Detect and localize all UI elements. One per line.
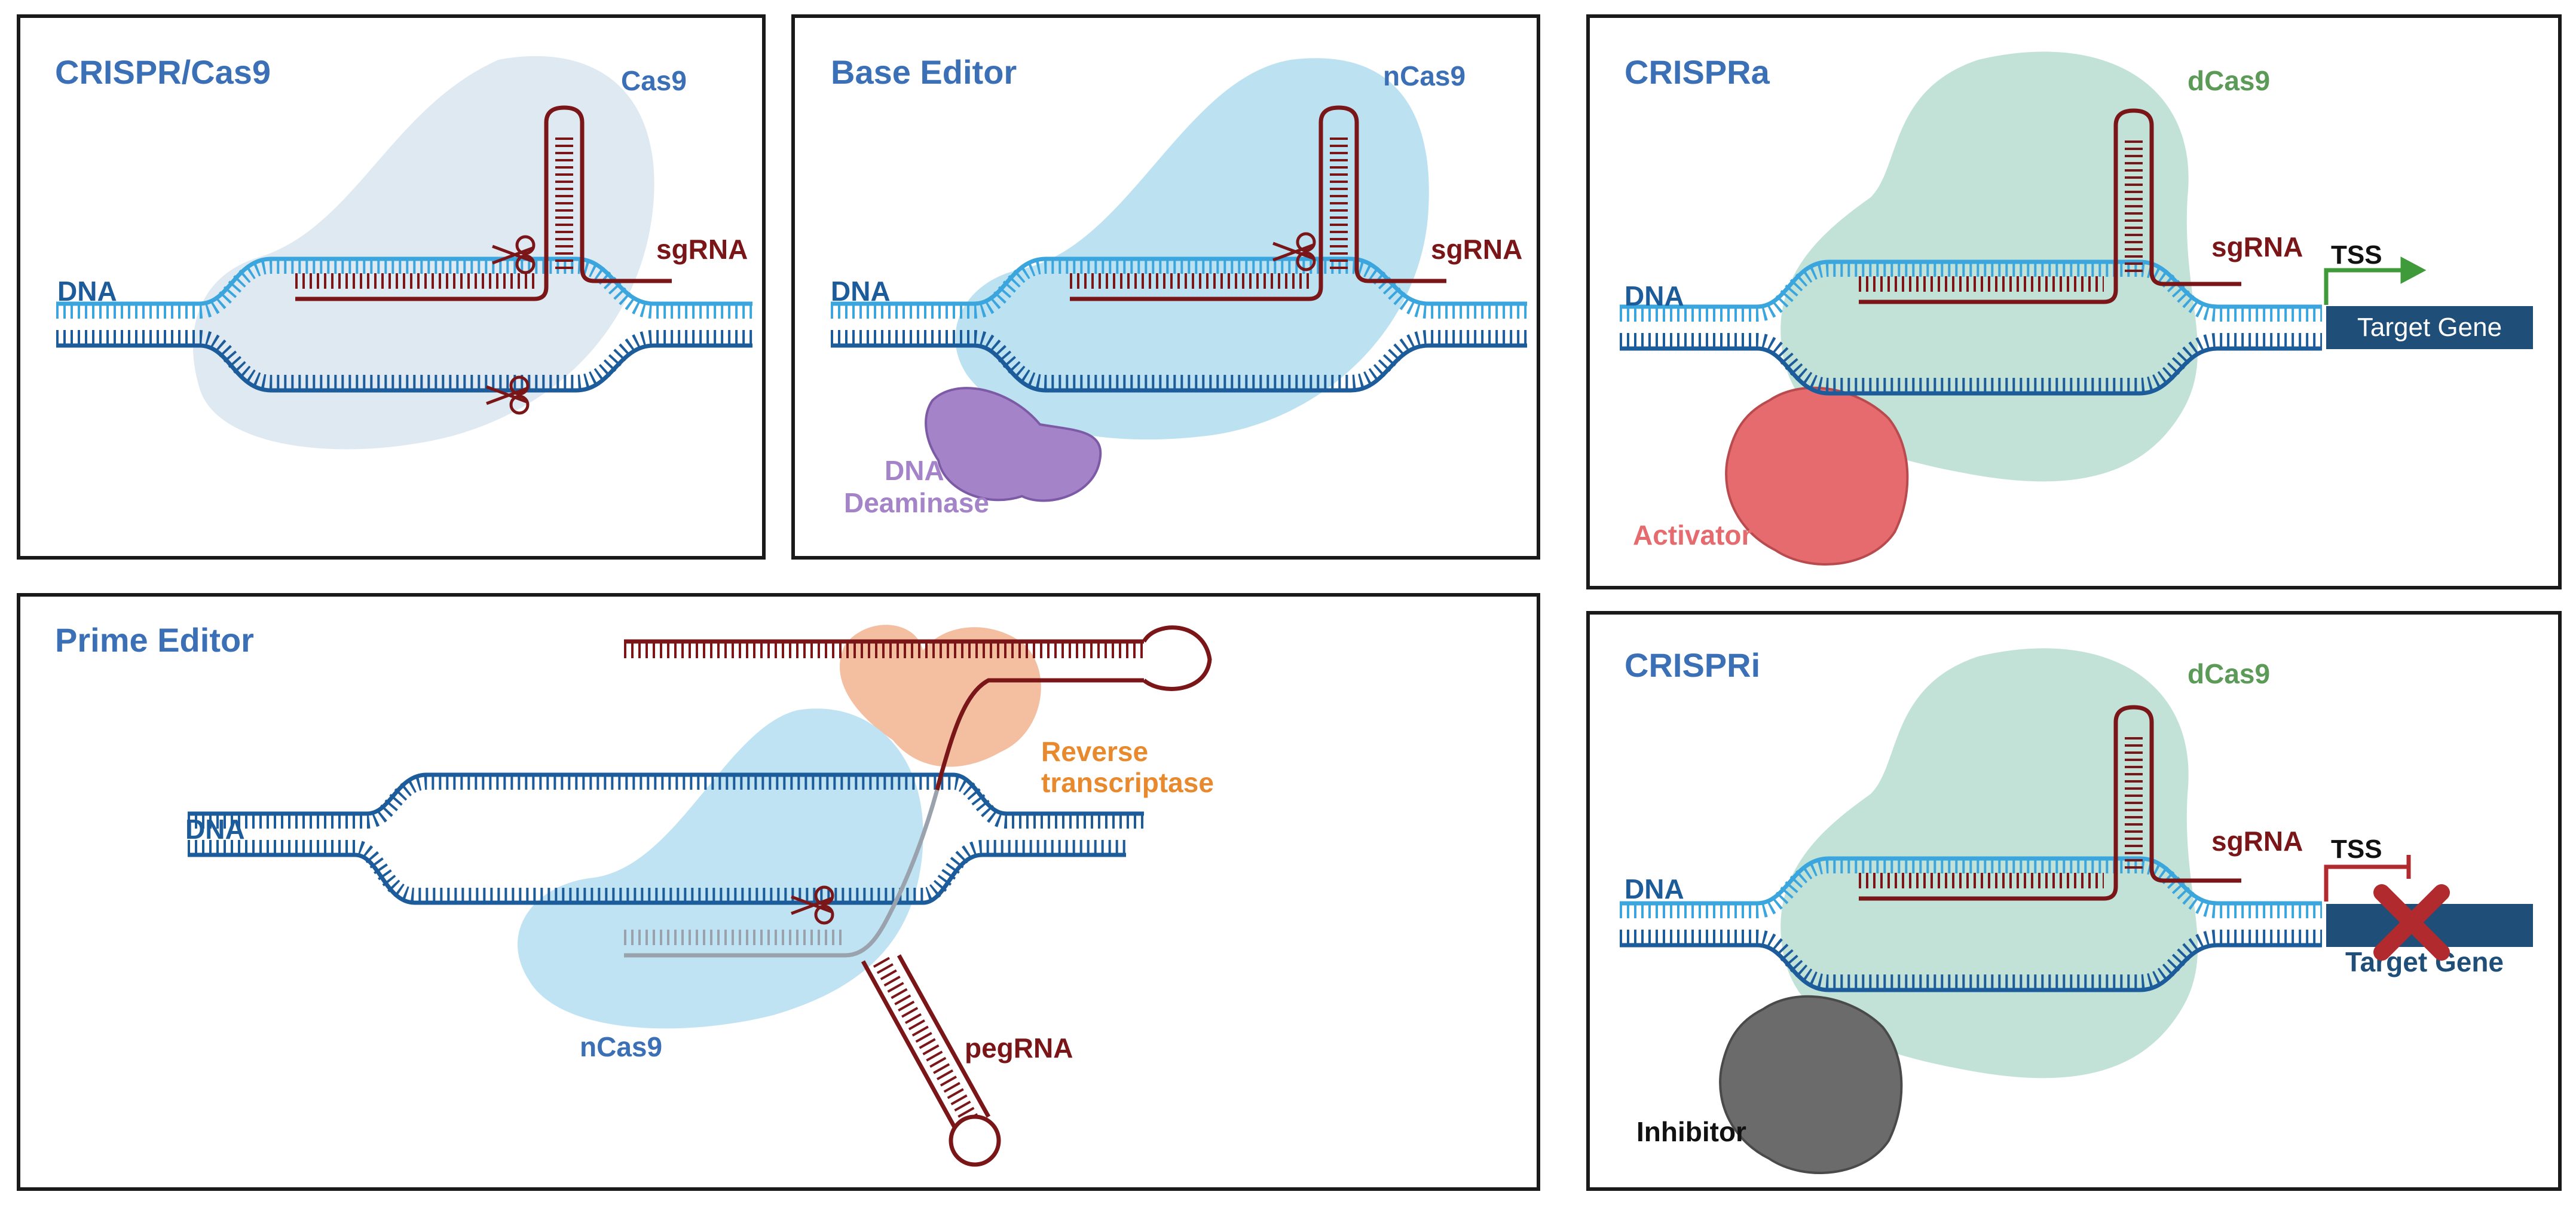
scissors-icon	[1272, 232, 1316, 271]
cas9-protein-shape	[192, 56, 654, 450]
prime-editor-diagram	[188, 625, 1212, 1167]
panel-title: CRISPRa	[1624, 53, 1770, 91]
reverse-transcriptase-shape	[840, 625, 1041, 767]
inhibitor-label: Inhibitor	[1636, 1116, 1746, 1147]
rt-label-line2: transcriptase	[1041, 767, 1214, 798]
dna-label: DNA	[1624, 280, 1684, 311]
dna-label: DNA	[185, 814, 245, 845]
target-gene-box: Target Gene	[2326, 306, 2533, 349]
inhibitor-protein-shape	[1719, 995, 1903, 1174]
panel-crispri: CRISPRi dCas9 sgRNA DNA TSS Target Gene …	[1586, 611, 2562, 1191]
grna-label: sgRNA	[2211, 231, 2303, 262]
sgrna-hairpin	[1859, 108, 2241, 304]
panel-title: Prime Editor	[55, 621, 254, 659]
protein-label: dCas9	[2188, 65, 2271, 96]
dna-double-helix	[188, 772, 1144, 905]
protein-label: nCas9	[580, 1031, 663, 1062]
tss-arrow-icon	[2324, 256, 2427, 305]
sgrna-hairpin	[1070, 105, 1446, 301]
dna-double-helix	[831, 256, 1527, 393]
tss-blocked-icon	[2324, 855, 2411, 902]
scissors-icon	[791, 885, 834, 925]
crispr-cas9-diagram	[56, 56, 752, 450]
protein-label: nCas9	[1383, 60, 1466, 91]
sgrna-hairpin	[1859, 705, 2241, 901]
deaminase-label-line1: DNA	[885, 455, 944, 486]
base-editor-diagram	[831, 58, 1527, 502]
scissors-icon	[486, 235, 536, 415]
ncas9-protein-shape	[955, 58, 1429, 440]
panel-crispra: CRISPRa dCas9 sgRNA DNA TSS Target Gene …	[1586, 14, 2562, 589]
panel-crispr-cas9: CRISPR/Cas9 Cas9 sgRNA DNA	[17, 14, 766, 560]
crispra-diagram	[1620, 51, 2427, 566]
tss-label: TSS	[2331, 835, 2382, 864]
protein-label: dCas9	[2188, 658, 2271, 689]
pegrna-strand	[624, 625, 1212, 1167]
dcas9-protein-shape	[1780, 51, 2198, 482]
dna-double-helix	[56, 256, 752, 393]
protein-label: Cas9	[621, 65, 687, 96]
dna-deaminase-shape	[925, 387, 1102, 502]
target-gene-label: Target Gene	[2345, 946, 2504, 977]
crispri-diagram	[1620, 648, 2411, 1174]
activator-protein-shape	[1725, 386, 1909, 566]
dcas9-protein-shape	[1780, 648, 2198, 1078]
activator-label: Activator	[1633, 520, 1752, 551]
dna-label: DNA	[831, 276, 891, 307]
panel-prime-editor: Prime Editor DNA nCas9 Reverse transcrip…	[17, 593, 1540, 1191]
x-mark-icon	[2373, 884, 2450, 961]
dna-double-helix	[1620, 259, 2322, 396]
panel-title: Base Editor	[831, 53, 1017, 91]
deaminase-label-line2: Deaminase	[844, 487, 989, 518]
ncas9-protein-shape	[518, 708, 923, 1029]
dna-label: DNA	[1624, 873, 1684, 905]
dna-double-helix	[1620, 856, 2322, 992]
dna-label: DNA	[57, 276, 117, 307]
pegrna-label: pegRNA	[965, 1032, 1073, 1064]
grna-label: sgRNA	[2211, 826, 2303, 857]
panel-base-editor: Base Editor nCas9 sgRNA DNA DNA Deaminas…	[791, 14, 1540, 560]
grna-label: sgRNA	[656, 234, 748, 265]
panel-title: CRISPRi	[1624, 646, 1761, 684]
grna-label: sgRNA	[1431, 234, 1523, 265]
panel-title: CRISPR/Cas9	[55, 53, 271, 91]
sgrna-hairpin	[295, 105, 672, 301]
rt-label-line1: Reverse	[1041, 736, 1149, 767]
tss-label: TSS	[2331, 240, 2382, 270]
